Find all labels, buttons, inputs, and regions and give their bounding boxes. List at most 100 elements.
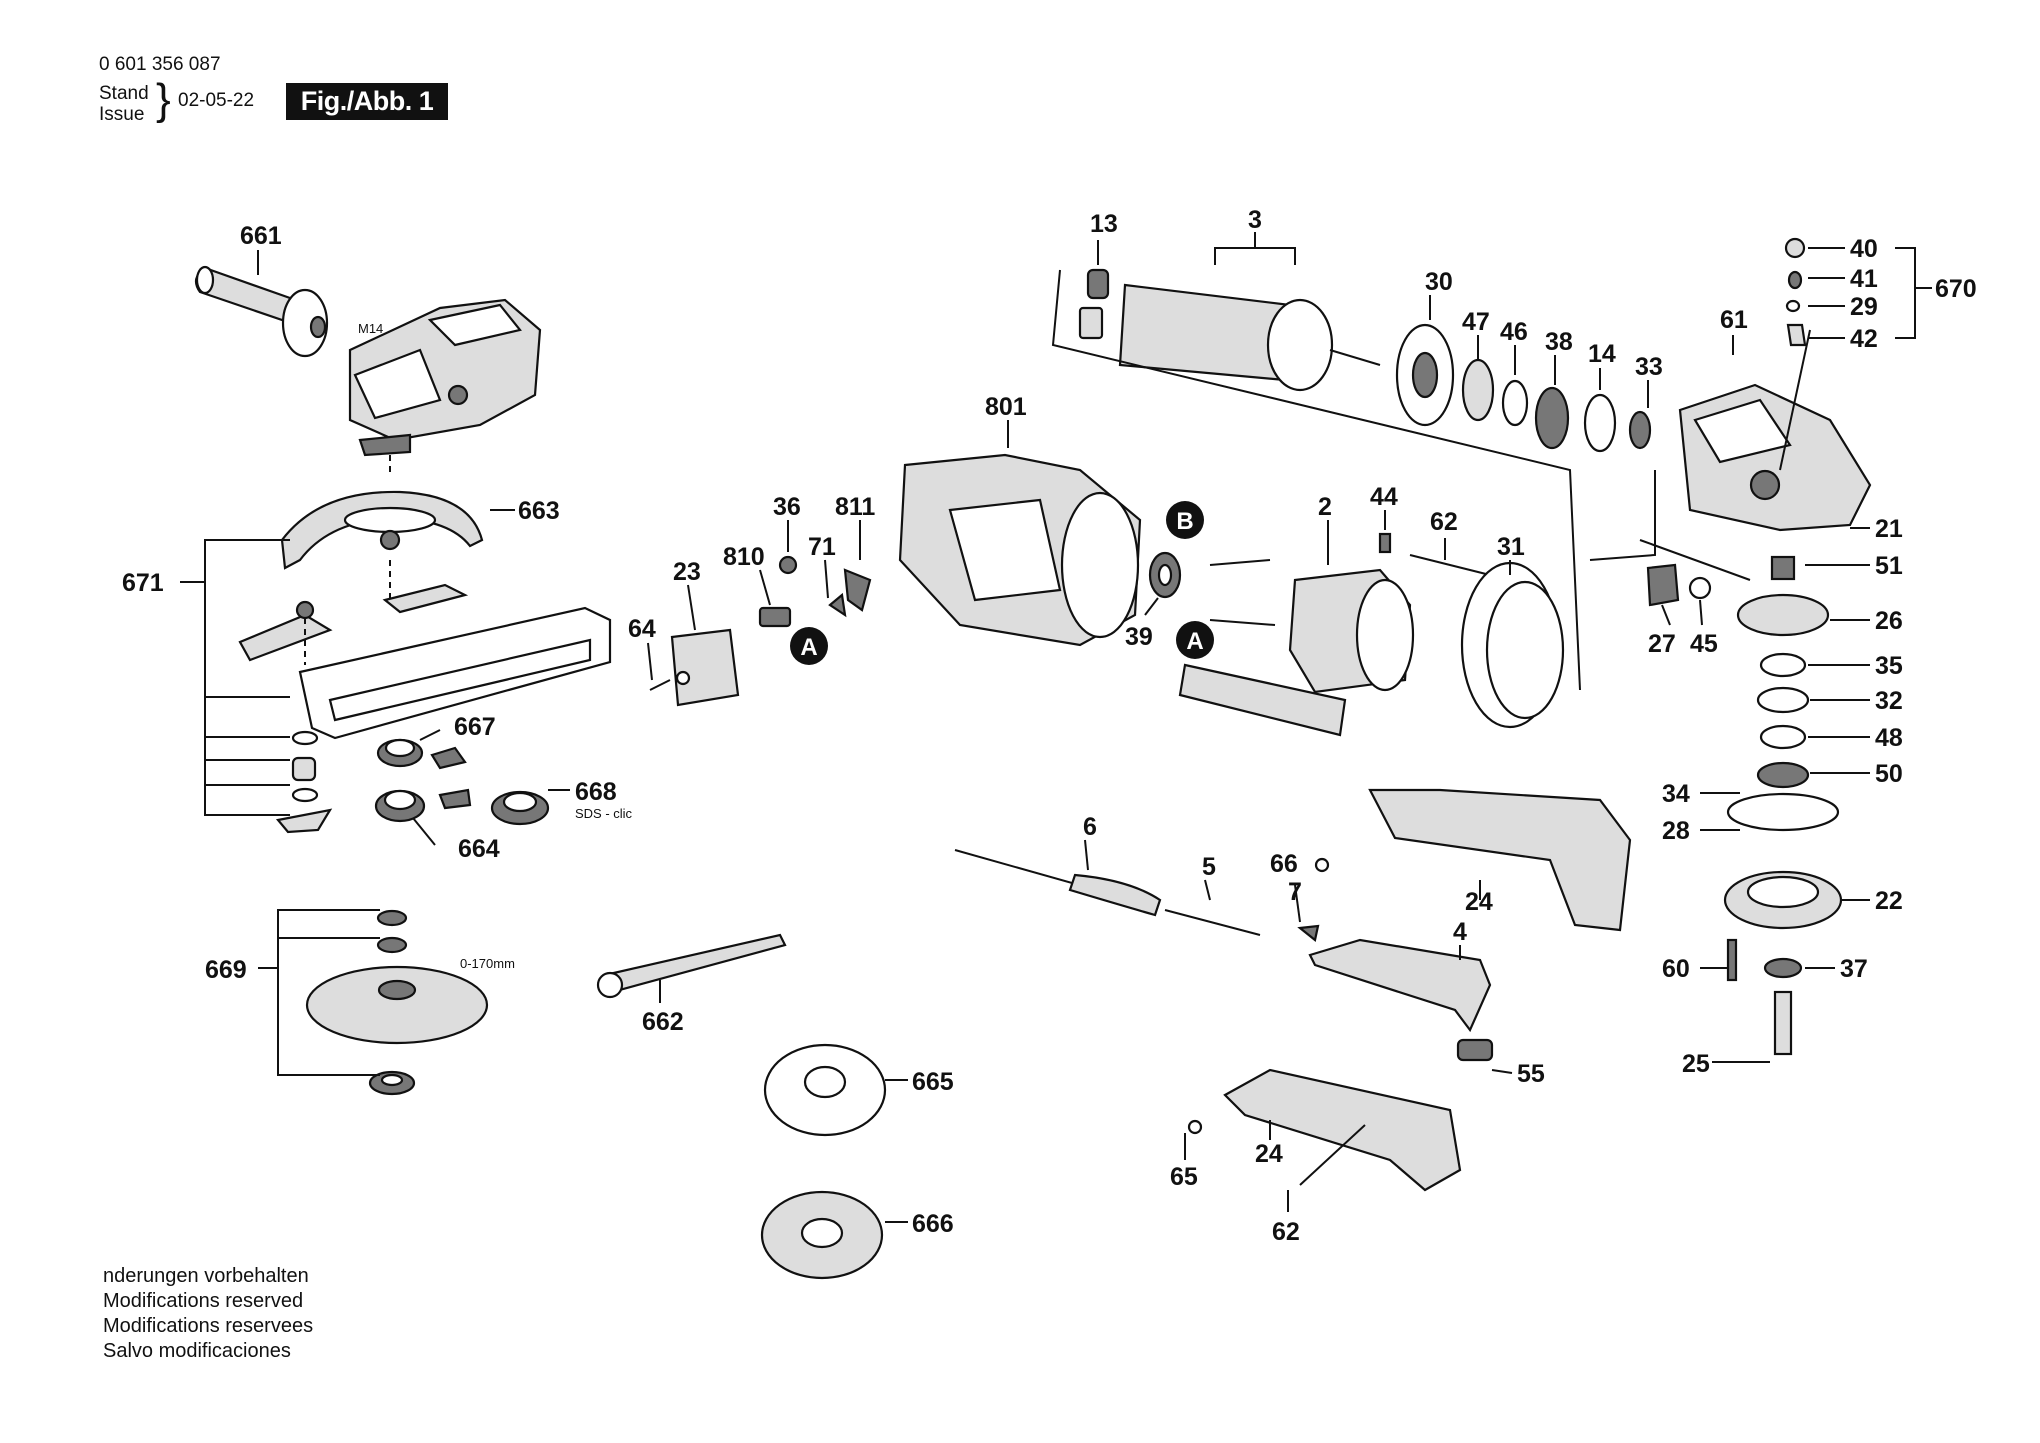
motor-housing-801 <box>898 453 1142 647</box>
part-label: 662 <box>642 1008 684 1036</box>
thread-annotation: M14 <box>358 321 383 336</box>
air-guide-31 <box>1460 561 1565 729</box>
part-label: 664 <box>458 835 500 863</box>
document-number: 0 601 356 087 <box>99 54 221 75</box>
armature-3-bearing-13 <box>1078 268 1381 392</box>
part-label: 50 <box>1875 760 1903 788</box>
part-label: 44 <box>1370 483 1398 511</box>
part-label: 46 <box>1500 318 1528 346</box>
part-label: 39 <box>1125 623 1153 651</box>
part-label: 667 <box>454 713 496 741</box>
grinding-disc-666 <box>760 1190 884 1280</box>
assembled-grinder-body <box>348 298 542 475</box>
flange-stack-669 <box>305 909 489 1096</box>
part-label: 3 <box>1248 206 1262 234</box>
part-label: 42 <box>1850 325 1878 353</box>
part-label: 4 <box>1453 918 1467 946</box>
part-label: 55 <box>1517 1060 1545 1088</box>
flange-nuts-667-668-664 <box>374 738 550 826</box>
part-label: 47 <box>1462 308 1490 336</box>
part-label: 14 <box>1588 340 1616 368</box>
part-label: 40 <box>1850 235 1878 263</box>
part-label: 663 <box>518 497 560 525</box>
exploded-frame-lines <box>1051 269 1751 691</box>
cable-parts-6-5-66-7 <box>954 849 1330 942</box>
gear-housing-21 <box>1678 329 1872 532</box>
part-label: 23 <box>673 558 701 586</box>
part-label: 25 <box>1682 1050 1710 1078</box>
gear-train-26-35-32-48-50 <box>1726 555 1840 832</box>
part-label: 71 <box>808 533 836 561</box>
pinion-27-nut-45 <box>1646 563 1712 607</box>
part-label: 32 <box>1875 687 1903 715</box>
part-label: 24 <box>1255 1140 1283 1168</box>
footer-line: Salvo modificaciones <box>103 1340 291 1362</box>
part-label: 62 <box>1430 508 1458 536</box>
part-label: 670 <box>1935 275 1977 303</box>
part-label: 810 <box>723 543 765 571</box>
cutting-guide-671 <box>238 583 612 834</box>
part-label: 38 <box>1545 328 1573 356</box>
part-label: 668 <box>575 778 617 806</box>
issue-label: Issue <box>99 104 145 125</box>
part-label: 6 <box>1083 813 1097 841</box>
screws-44-62 <box>1378 532 1491 576</box>
part-label: 51 <box>1875 552 1903 580</box>
leader-lines <box>180 232 1932 1223</box>
part-number-labels: 661 663 671 667 668 664 669 662 665 666 … <box>122 206 1977 1246</box>
part-label: 13 <box>1090 210 1118 238</box>
part-label: 34 <box>1662 780 1690 808</box>
part-label: 33 <box>1635 353 1663 381</box>
part-label: 28 <box>1662 817 1690 845</box>
wheel-guard-663 <box>280 490 484 600</box>
sds-annotation: SDS - clic <box>575 806 633 821</box>
auxiliary-handle-661 <box>194 265 329 358</box>
spanner-662 <box>596 933 787 999</box>
part-label: 666 <box>912 1210 954 1238</box>
part-label: 24 <box>1465 888 1493 916</box>
stator-2 <box>1178 559 1415 737</box>
part-label: 64 <box>628 615 656 643</box>
part-label: 31 <box>1497 533 1525 561</box>
callout-a-2: A <box>1176 621 1214 659</box>
part-label: 27 <box>1648 630 1676 658</box>
part-label: 811 <box>835 493 875 521</box>
svg-text:A: A <box>1186 628 1203 655</box>
part-label: 35 <box>1875 652 1903 680</box>
part-label: 62 <box>1272 1218 1300 1246</box>
part-label: 2 <box>1318 493 1332 521</box>
part-label: 41 <box>1850 265 1878 293</box>
part-label: 37 <box>1840 955 1868 983</box>
part-label: 5 <box>1202 853 1216 881</box>
part-label: 26 <box>1875 607 1903 635</box>
bearing-parts-30-47-46-38-14-33 <box>1395 323 1652 453</box>
part-label: 61 <box>1720 306 1748 334</box>
part-label: 60 <box>1662 955 1690 983</box>
svg-text:A: A <box>800 634 817 661</box>
stand-label: Stand <box>99 83 149 104</box>
footer-line: Modifications reserved <box>103 1290 304 1312</box>
part-label: 661 <box>240 222 282 250</box>
part-label: 669 <box>205 956 247 984</box>
diameter-annotation: 0-170mm <box>460 956 515 971</box>
part-label: 22 <box>1875 887 1903 915</box>
handle-halves-24-4-55 <box>1187 788 1632 1192</box>
issue-date: 02-05-22 <box>178 90 255 111</box>
switch-parts-36-811-810-71 <box>758 555 872 628</box>
footer-line: nderungen vorbehalten <box>103 1265 309 1287</box>
part-label: 7 <box>1288 878 1302 906</box>
part-label: 29 <box>1850 293 1878 321</box>
brace-glyph: } <box>156 75 171 124</box>
figure-label: Fig./Abb. 1 <box>286 83 448 120</box>
part-label: 801 <box>985 393 1027 421</box>
spindle-lock-parts-40-41-29-42 <box>1784 237 1807 347</box>
part-label: 665 <box>912 1068 954 1096</box>
part-label: 66 <box>1270 850 1298 878</box>
part-label: 671 <box>122 569 164 597</box>
part-label: 36 <box>773 493 801 521</box>
part-label: 21 <box>1875 515 1903 543</box>
svg-text:B: B <box>1176 508 1193 535</box>
footer-line: Modifications reservees <box>103 1315 314 1337</box>
